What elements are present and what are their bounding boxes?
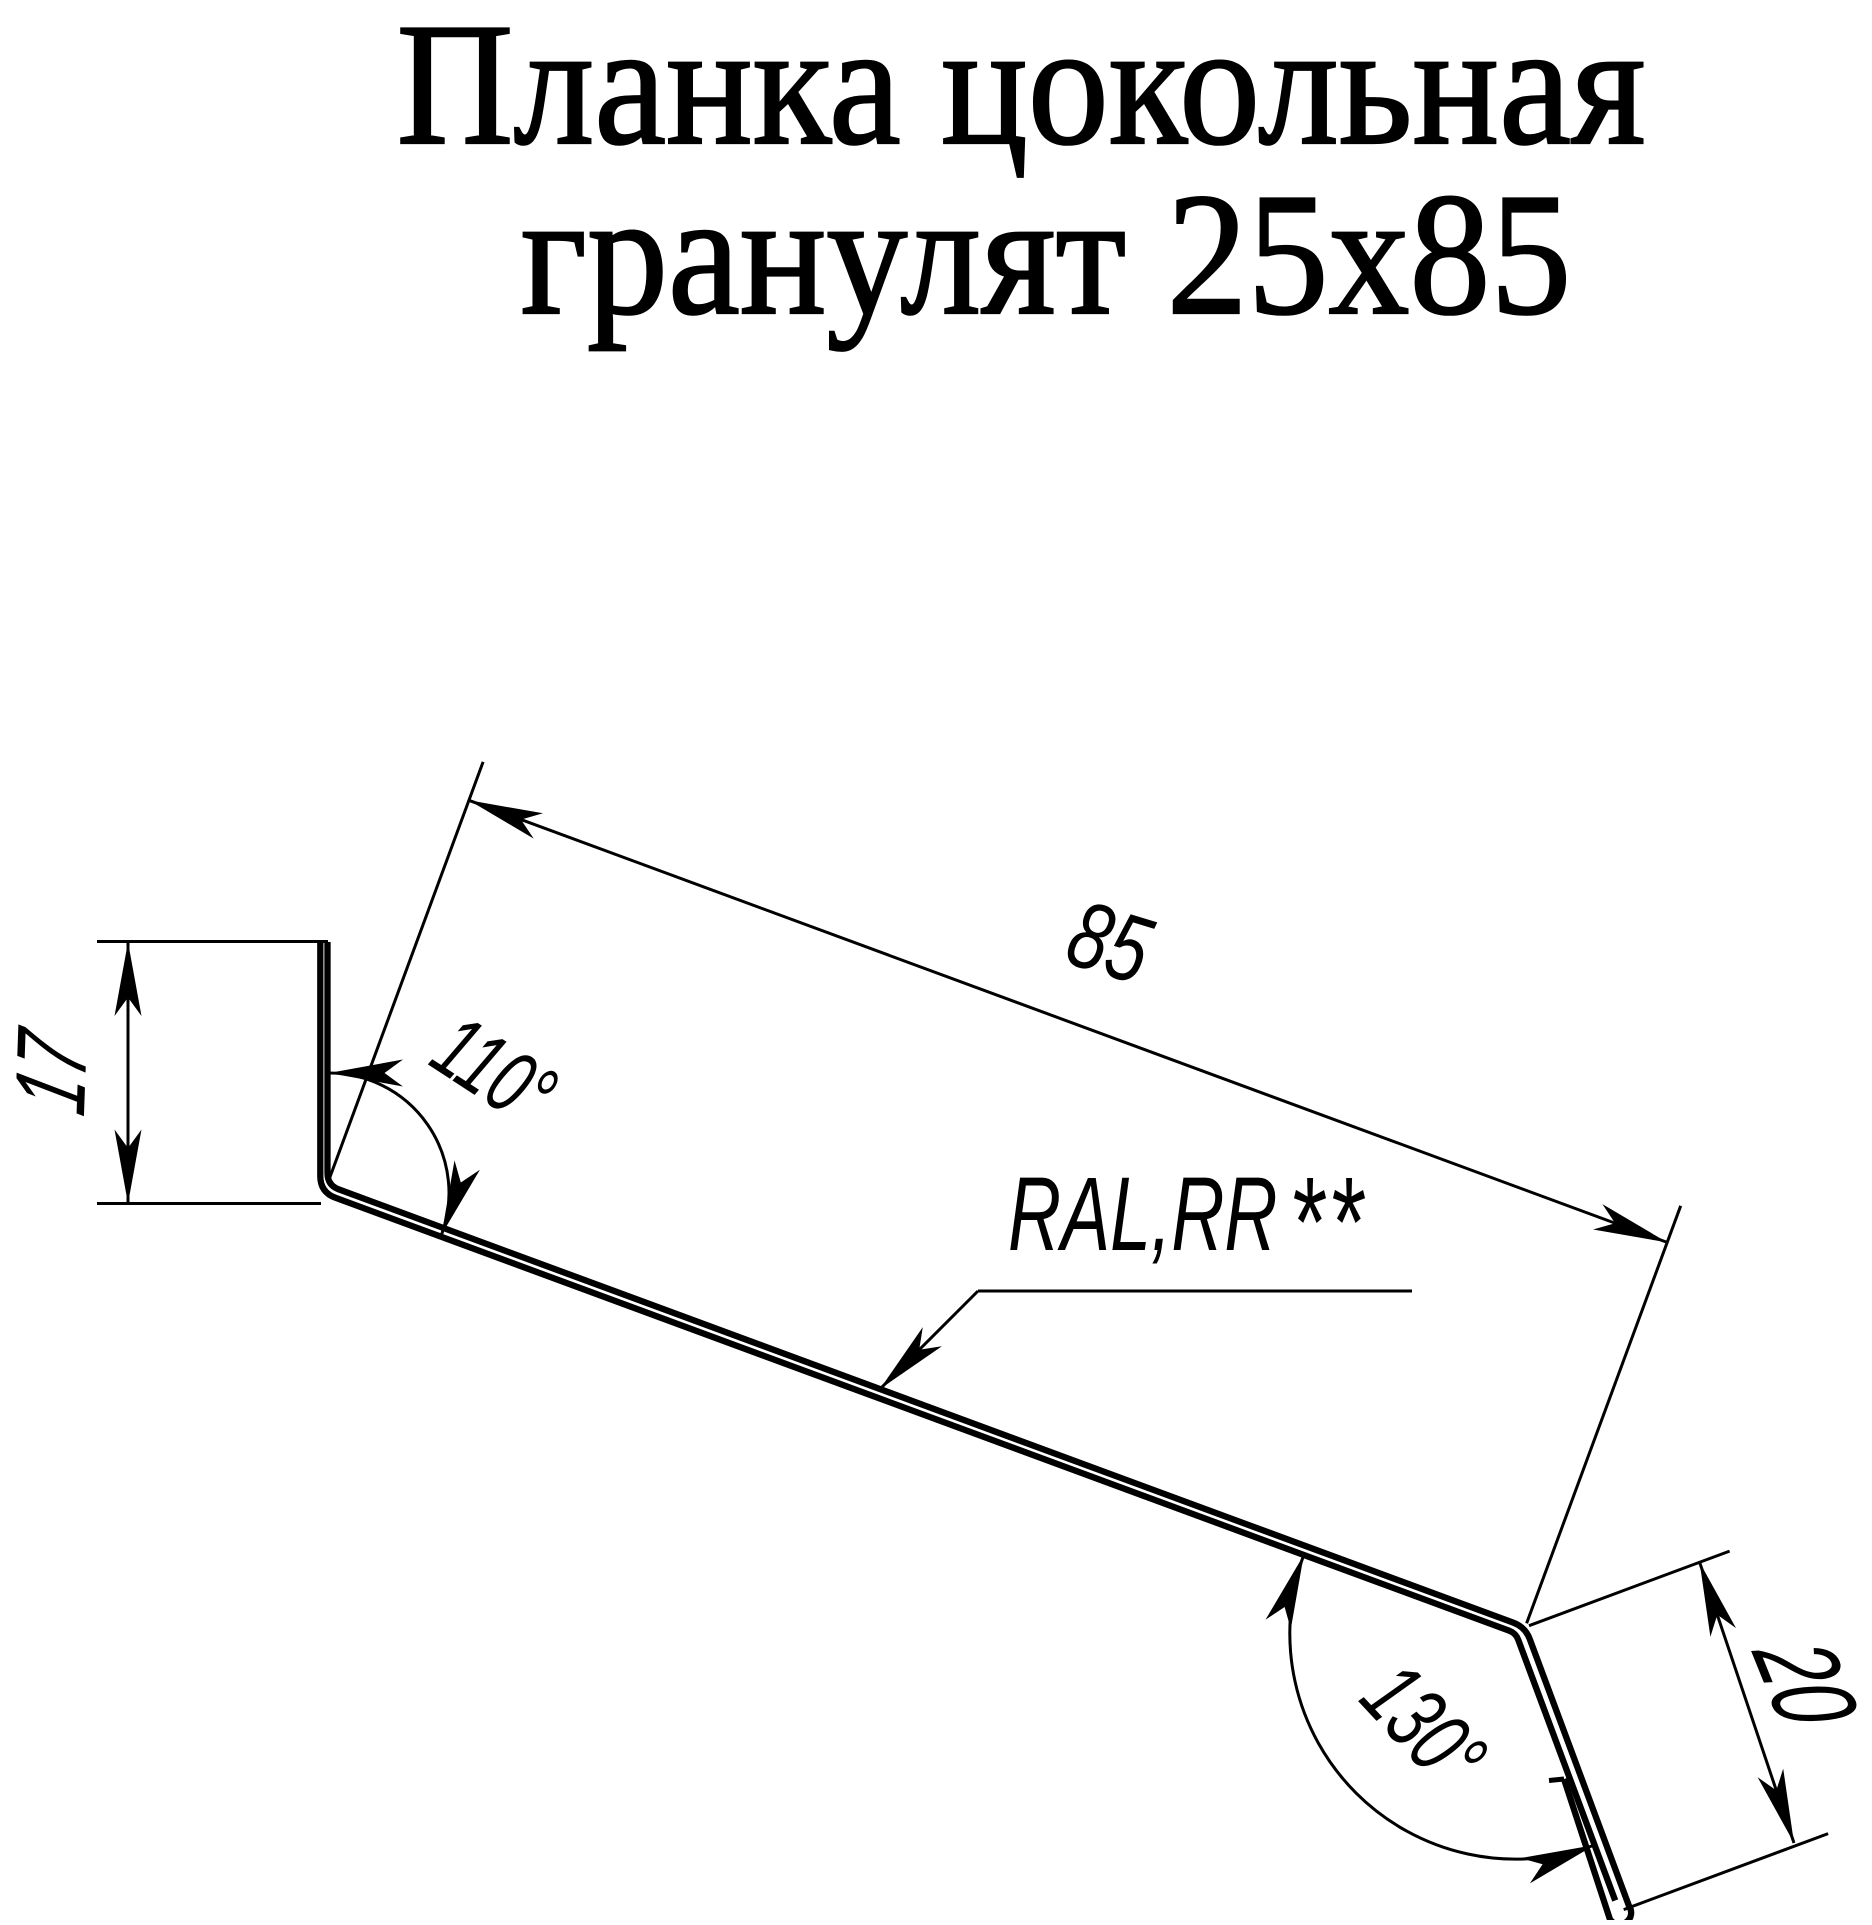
svg-text:RAL,RR**: RAL,RR** [1008, 1151, 1365, 1294]
svg-text:гранулят 25х85: гранулят 25х85 [521, 158, 1572, 351]
svg-text:Планка цокольная: Планка цокольная [397, 0, 1646, 181]
